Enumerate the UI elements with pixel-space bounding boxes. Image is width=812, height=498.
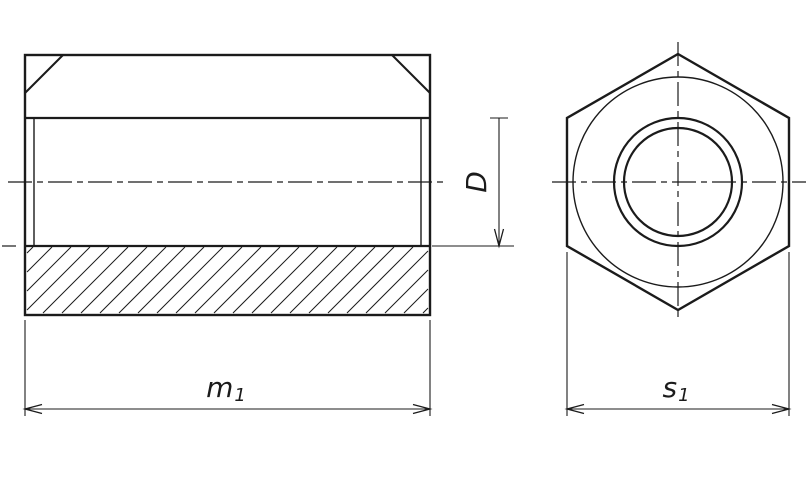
s1-arrowhead-right <box>771 403 792 415</box>
d-symbol: D <box>460 171 493 193</box>
dimension-s1 <box>564 252 792 416</box>
m1-subscript: 1 <box>234 384 246 406</box>
m1-symbol: m <box>206 371 234 404</box>
dimension-label-d: D <box>460 162 493 202</box>
dimension-m1 <box>22 320 433 416</box>
s1-subscript: 1 <box>678 384 690 406</box>
side-view-outline <box>23 53 432 317</box>
dimension-label-m1: m1 <box>196 374 256 405</box>
m1-arrowhead-left <box>22 403 43 415</box>
s1-arrowhead-left <box>564 403 585 415</box>
side-view <box>2 53 448 317</box>
dimension-d <box>432 117 514 249</box>
d-arrowhead-down <box>493 228 505 249</box>
s1-symbol: s <box>662 371 678 404</box>
top-left-chamfer-line <box>24 54 64 94</box>
section-hatching <box>26 246 429 314</box>
dimension-label-s1: s1 <box>648 374 704 405</box>
end-view <box>552 42 806 322</box>
hexagon-outline <box>565 52 791 312</box>
top-right-chamfer-line <box>391 54 431 94</box>
m1-arrowhead-right <box>412 403 433 415</box>
